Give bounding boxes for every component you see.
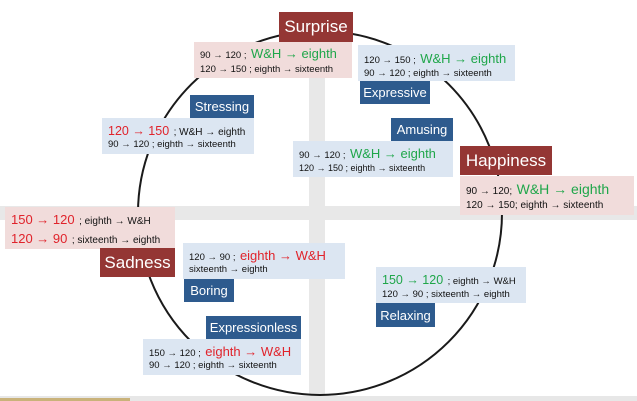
rule-tempo: 90 → 120 ; (299, 150, 346, 161)
label-stressing: Stressing (190, 95, 254, 118)
rule-rhythm-highlight: eighth → W&H (239, 248, 326, 263)
rule-rhythm: ; eighth → W&H (79, 216, 151, 227)
rule-rhythm-highlight: W&H → eighth (516, 181, 610, 197)
rule-tempo: 150 → 120 ; (149, 348, 201, 359)
label-expressionless: Expressionless (206, 316, 301, 339)
rule-tempo-highlight: 150 → 120 (11, 212, 75, 227)
rule-box-relaxing: 150 → 120 ; eighth → W&H 120 → 90 ; sixt… (376, 267, 526, 303)
rule-secondary: 120 → 150; eighth → sixteenth (466, 200, 604, 211)
emotion-title-surprise: Surprise (279, 12, 353, 42)
rule-rhythm: ; sixteenth → eighth (71, 235, 161, 246)
rule-secondary: 90 → 120 ; eighth → sixteenth (364, 68, 492, 79)
rule-rhythm-highlight: W&H → eighth (349, 146, 436, 161)
rule-tempo-highlight: 150 → 120 (382, 273, 444, 287)
rule-secondary: 120 → 90 ; sixteenth → eighth (382, 289, 510, 300)
rule-box-sadness: 150 → 120 ; eighth → W&H 120 → 90 ; sixt… (5, 207, 175, 249)
rule-box-amusing: 90 → 120 ; W&H → eighth 120 → 150 ; eigh… (293, 141, 453, 177)
rule-secondary: sixteenth → eighth (189, 264, 268, 275)
rule-box-boring: 120 → 90 ; eighth → W&H sixteenth → eigh… (183, 243, 345, 279)
label-amusing: Amusing (391, 118, 453, 141)
emotion-title-sadness: Sadness (100, 248, 175, 277)
rule-rhythm: ; eighth → W&H (447, 276, 516, 287)
rule-box-stressing: 120 → 150 ; W&H → eighth 90 → 120 ; eigh… (102, 118, 254, 154)
rule-secondary: 90 → 120 ; eighth → sixteenth (108, 139, 236, 150)
rule-tempo-highlight: 120 → 150 (108, 124, 170, 138)
rule-rhythm-highlight: W&H → eighth (420, 51, 507, 66)
label-expressive: Expressive (360, 81, 430, 104)
rule-box-surprise: 90 → 120 ; W&H → eighth 120 → 150 ; eigh… (194, 42, 352, 78)
emotion-title-happiness: Happiness (460, 146, 552, 175)
rule-tempo: 120 → 90 ; (189, 252, 236, 263)
rule-tempo: 90 → 120 ; (200, 50, 247, 61)
rule-rhythm: ; W&H → eighth (173, 127, 246, 138)
rule-tempo: 90 → 120; (466, 186, 513, 197)
label-boring: Boring (184, 279, 234, 302)
bottom-accent (0, 398, 130, 401)
bottom-strip (0, 396, 637, 401)
rule-box-expressive: 120 → 150 ; W&H → eighth 90 → 120 ; eigh… (358, 45, 515, 81)
rule-tempo: 120 → 150 ; (364, 55, 416, 66)
rule-secondary: 120 → 150 ; eighth → sixteenth (200, 64, 334, 75)
rule-rhythm-highlight: eighth → W&H (205, 344, 292, 359)
label-relaxing: Relaxing (376, 303, 435, 327)
rule-tempo-highlight: 120 → 90 (11, 231, 68, 246)
rule-box-happiness: 90 → 120; W&H → eighth 120 → 150; eighth… (460, 176, 634, 215)
rule-rhythm-highlight: W&H → eighth (250, 46, 337, 61)
rule-secondary: 120 → 150 ; eighth → sixteenth (299, 163, 426, 173)
rule-box-expressionless: 150 → 120 ; eighth → W&H 90 → 120 ; eigh… (143, 339, 301, 375)
rule-secondary: 90 → 120 ; eighth → sixteenth (149, 360, 277, 371)
